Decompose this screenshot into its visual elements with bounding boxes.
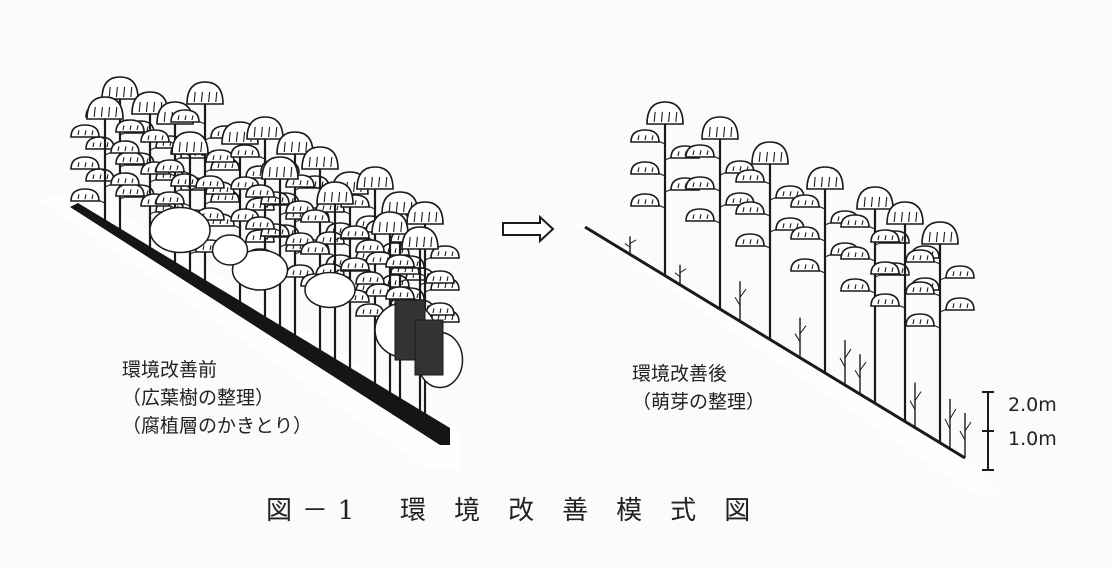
after-label-line-2: （萌芽の整理） (632, 391, 766, 413)
before-label: 環境改善前 （広葉樹の整理） （腐植層のかきとり） (122, 356, 312, 440)
height-scale (982, 391, 994, 471)
after-panel (575, 101, 1000, 495)
after-trees (624, 101, 975, 458)
before-panel-sheet (40, 190, 460, 470)
scale-label-lower: 1.0m (1008, 428, 1057, 450)
before-ground (70, 203, 450, 445)
after-label: 環境改善後 （萌芽の整理） (632, 360, 765, 416)
before-label-title: 環境改善前 (122, 359, 218, 381)
figure-caption: 図－1 環 境 改 善 模 式 図 (266, 496, 761, 526)
after-label-title: 環境改善後 (632, 363, 728, 385)
arrow-icon (502, 214, 555, 244)
after-ground (584, 225, 966, 460)
after-panel-sheet (575, 222, 1000, 495)
scale-label-upper: 2.0m (1008, 394, 1057, 416)
before-label-line-3: （腐植層のかきとり） (122, 415, 313, 437)
before-panel (40, 76, 464, 470)
before-label-line-2: （広葉樹の整理） (122, 387, 275, 409)
before-trees (70, 76, 464, 415)
